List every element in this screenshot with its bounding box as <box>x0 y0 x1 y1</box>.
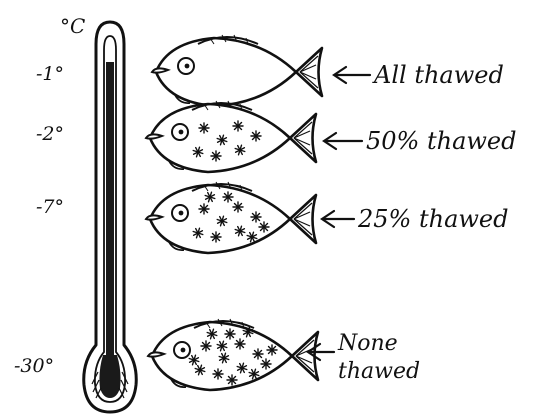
unit-label: °C <box>60 14 85 38</box>
frost-mark <box>213 369 223 379</box>
frost-mark <box>253 349 263 359</box>
frost-mark <box>201 341 211 351</box>
frost-mark <box>199 123 209 133</box>
frost-mark <box>227 375 237 385</box>
state-label-4-line-2: thawed <box>338 359 420 384</box>
temperature-label-4: -30° <box>14 355 54 377</box>
frost-mark <box>251 131 261 141</box>
state-label-4-line-1: None <box>337 331 398 356</box>
thermometer <box>84 22 137 412</box>
temperature-label-2: -2° <box>36 123 64 145</box>
thermometer-bulb <box>99 355 120 398</box>
arrow-2 <box>324 133 362 149</box>
frost-mark <box>259 222 269 232</box>
frost-mark <box>251 212 261 222</box>
temperature-label-1: -1° <box>36 63 64 85</box>
arrow-1 <box>334 67 370 83</box>
frost-mark <box>235 339 245 349</box>
frost-mark <box>211 232 221 242</box>
fish-all-thawed <box>152 35 322 106</box>
frost-mark <box>233 202 243 212</box>
frost-mark <box>223 192 233 202</box>
thermometer-mercury <box>106 62 114 357</box>
fish-none-thawed <box>148 319 318 390</box>
arrow-3 <box>322 211 354 227</box>
frost-mark <box>267 345 277 355</box>
state-label-2: 50% thawed <box>366 127 517 155</box>
temperature-label-3: -7° <box>36 196 64 218</box>
frost-mark <box>261 359 271 369</box>
frost-mark <box>233 121 243 131</box>
frost-mark <box>199 204 209 214</box>
frost-mark <box>211 151 221 161</box>
state-label-3: 25% thawed <box>357 205 509 233</box>
frost-mark <box>225 329 235 339</box>
fish-50-thawed <box>146 101 316 172</box>
fish-25-thawed <box>146 182 316 253</box>
state-label-1: All thawed <box>372 61 504 89</box>
